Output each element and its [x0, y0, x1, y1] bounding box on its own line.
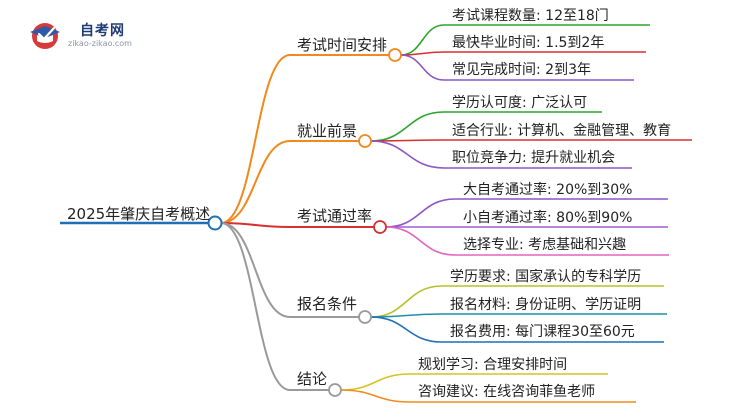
leaf-big-exam-rate: 大自考通过率: 20%到30%	[463, 182, 633, 198]
edge-branch-3-to-leaf-0	[370, 285, 443, 318]
branch-conclusion-label: 结论	[297, 370, 328, 388]
leaf-common-completion: 常见完成时间: 2到3年	[452, 62, 591, 78]
leaf-competitiveness: 职位竞争力: 提升就业机会	[452, 150, 616, 166]
branch-registration-label: 报名条件	[297, 295, 358, 313]
branch-exam-schedule-label: 考试时间安排	[297, 36, 388, 54]
leaf-education-requirement: 学历要求: 国家承认的专科学历	[450, 269, 642, 285]
edge-root-to-branch-2	[220, 222, 291, 228]
edge-branch-1-to-leaf-0	[370, 111, 445, 142]
leaf-study-planning: 规划学习: 合理安排时间	[418, 357, 568, 373]
leaf-small-exam-rate: 小自考通过率: 80%到90%	[463, 210, 633, 226]
leaf-course-count: 考试课程数量: 12至18门	[452, 8, 609, 24]
edge-branch-1-to-leaf-2	[370, 140, 445, 169]
edge-branch-0-to-leaf-0	[400, 24, 445, 56]
edge-root-to-branch-4	[220, 222, 291, 391]
edge-branch-4-to-leaf-0	[340, 373, 411, 391]
branch-career-label: 就业前景	[297, 122, 358, 140]
leaf-industries: 适合行业: 计算机、金融管理、教育	[452, 123, 672, 139]
branch-4-node	[328, 383, 342, 397]
root-node	[207, 215, 223, 231]
leaf-recognition: 学历认可度: 广泛认可	[452, 95, 588, 111]
logo-url: zikao-zikao.com	[68, 39, 132, 48]
branch-2-node	[373, 220, 387, 234]
logo: 自考网 zikao-zikao.com	[30, 18, 150, 52]
branch-3-node	[358, 310, 372, 324]
branch-0-node	[388, 48, 402, 62]
leaf-registration-materials: 报名材料: 身份证明、学历证明	[450, 297, 642, 313]
leaf-choose-major: 选择专业: 考虑基础和兴趣	[463, 237, 627, 253]
leaf-fastest-graduation: 最快毕业时间: 1.5到2年	[452, 35, 605, 51]
leaf-registration-fee: 报名费用: 每门课程30至60元	[450, 324, 635, 340]
logo-name: 自考网	[80, 23, 125, 39]
leaf-consultation: 咨询建议: 在线咨询菲鱼老师	[418, 384, 596, 400]
graduation-cap-icon	[30, 23, 60, 49]
edge-root-to-branch-1	[220, 140, 291, 224]
edge-branch-2-to-leaf-2	[385, 226, 456, 256]
edge-branch-2-to-leaf-0	[385, 198, 456, 228]
edge-branch-0-to-leaf-2	[400, 54, 445, 81]
branch-1-node	[358, 134, 372, 148]
edge-branch-4-to-leaf-1	[340, 389, 411, 403]
edge-root-to-branch-3	[220, 222, 291, 318]
root-topic-label: 2025年肇庆自考概述	[67, 205, 211, 223]
branch-pass-rate-label: 考试通过率	[297, 207, 373, 225]
edge-root-to-branch-0	[220, 54, 291, 224]
edge-branch-3-to-leaf-2	[370, 316, 443, 343]
